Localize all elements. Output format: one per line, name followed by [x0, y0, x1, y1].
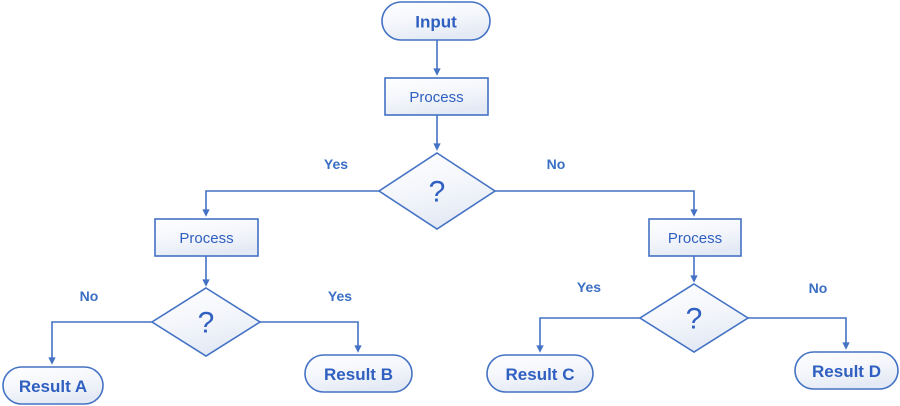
terminator-shape [794, 351, 899, 390]
node-decision-right[interactable]: ? [638, 283, 750, 353]
node-label-process-top: Process [409, 89, 463, 106]
node-decision-main[interactable]: ? [377, 152, 497, 230]
node-process-top[interactable]: Process [384, 77, 489, 116]
node-process-right[interactable]: Process [648, 218, 742, 257]
node-label-decision-main: ? [429, 176, 446, 209]
terminator-shape [381, 1, 491, 41]
node-label-decision-right: ? [686, 303, 703, 336]
node-label-process-right: Process [668, 230, 722, 247]
terminator-shape [486, 354, 594, 393]
terminator-shape [304, 354, 413, 393]
connector-edge-decisionleft-no-a [48, 321, 152, 365]
connector-edge-decision-yes-left [202, 190, 379, 217]
node-input[interactable]: Input [381, 1, 491, 41]
node-label-process-left: Process [179, 230, 233, 247]
edge-label-label-no-left: No [80, 288, 99, 304]
node-label-result-d: Result D [812, 362, 881, 381]
decision-shape [150, 287, 262, 357]
decision-shape [377, 152, 497, 230]
process-shape [384, 77, 489, 116]
node-process-left[interactable]: Process [154, 218, 259, 257]
node-label-result-c: Result C [506, 365, 575, 384]
connector-edge-decisionleft-yes-b [260, 321, 362, 353]
edge-label-label-yes-right: Yes [577, 279, 601, 295]
terminator-shape [2, 366, 104, 405]
edge-label-label-no-right: No [809, 280, 828, 296]
process-shape [648, 218, 742, 257]
process-shape [154, 218, 259, 257]
node-result-c[interactable]: Result C [486, 354, 594, 393]
node-label-result-b: Result B [324, 365, 393, 384]
connector-edge-decisionright-no-d [748, 317, 850, 350]
edge-label-label-no-main: No [547, 156, 566, 172]
node-label-result-a: Result A [19, 377, 87, 396]
connector-edge-decisionright-yes-c [536, 317, 640, 353]
edge-label-label-yes-left: Yes [328, 288, 352, 304]
node-result-a[interactable]: Result A [2, 366, 104, 405]
node-label-decision-left: ? [198, 307, 215, 340]
decision-shape [638, 283, 750, 353]
edge-label-label-yes-main: Yes [324, 156, 348, 172]
node-result-d[interactable]: Result D [794, 351, 899, 390]
node-label-input: Input [415, 13, 457, 32]
node-result-b[interactable]: Result B [304, 354, 413, 393]
connector-edge-decision-no-right [495, 190, 698, 217]
node-decision-left[interactable]: ? [150, 287, 262, 357]
connectors-group [48, 40, 850, 365]
